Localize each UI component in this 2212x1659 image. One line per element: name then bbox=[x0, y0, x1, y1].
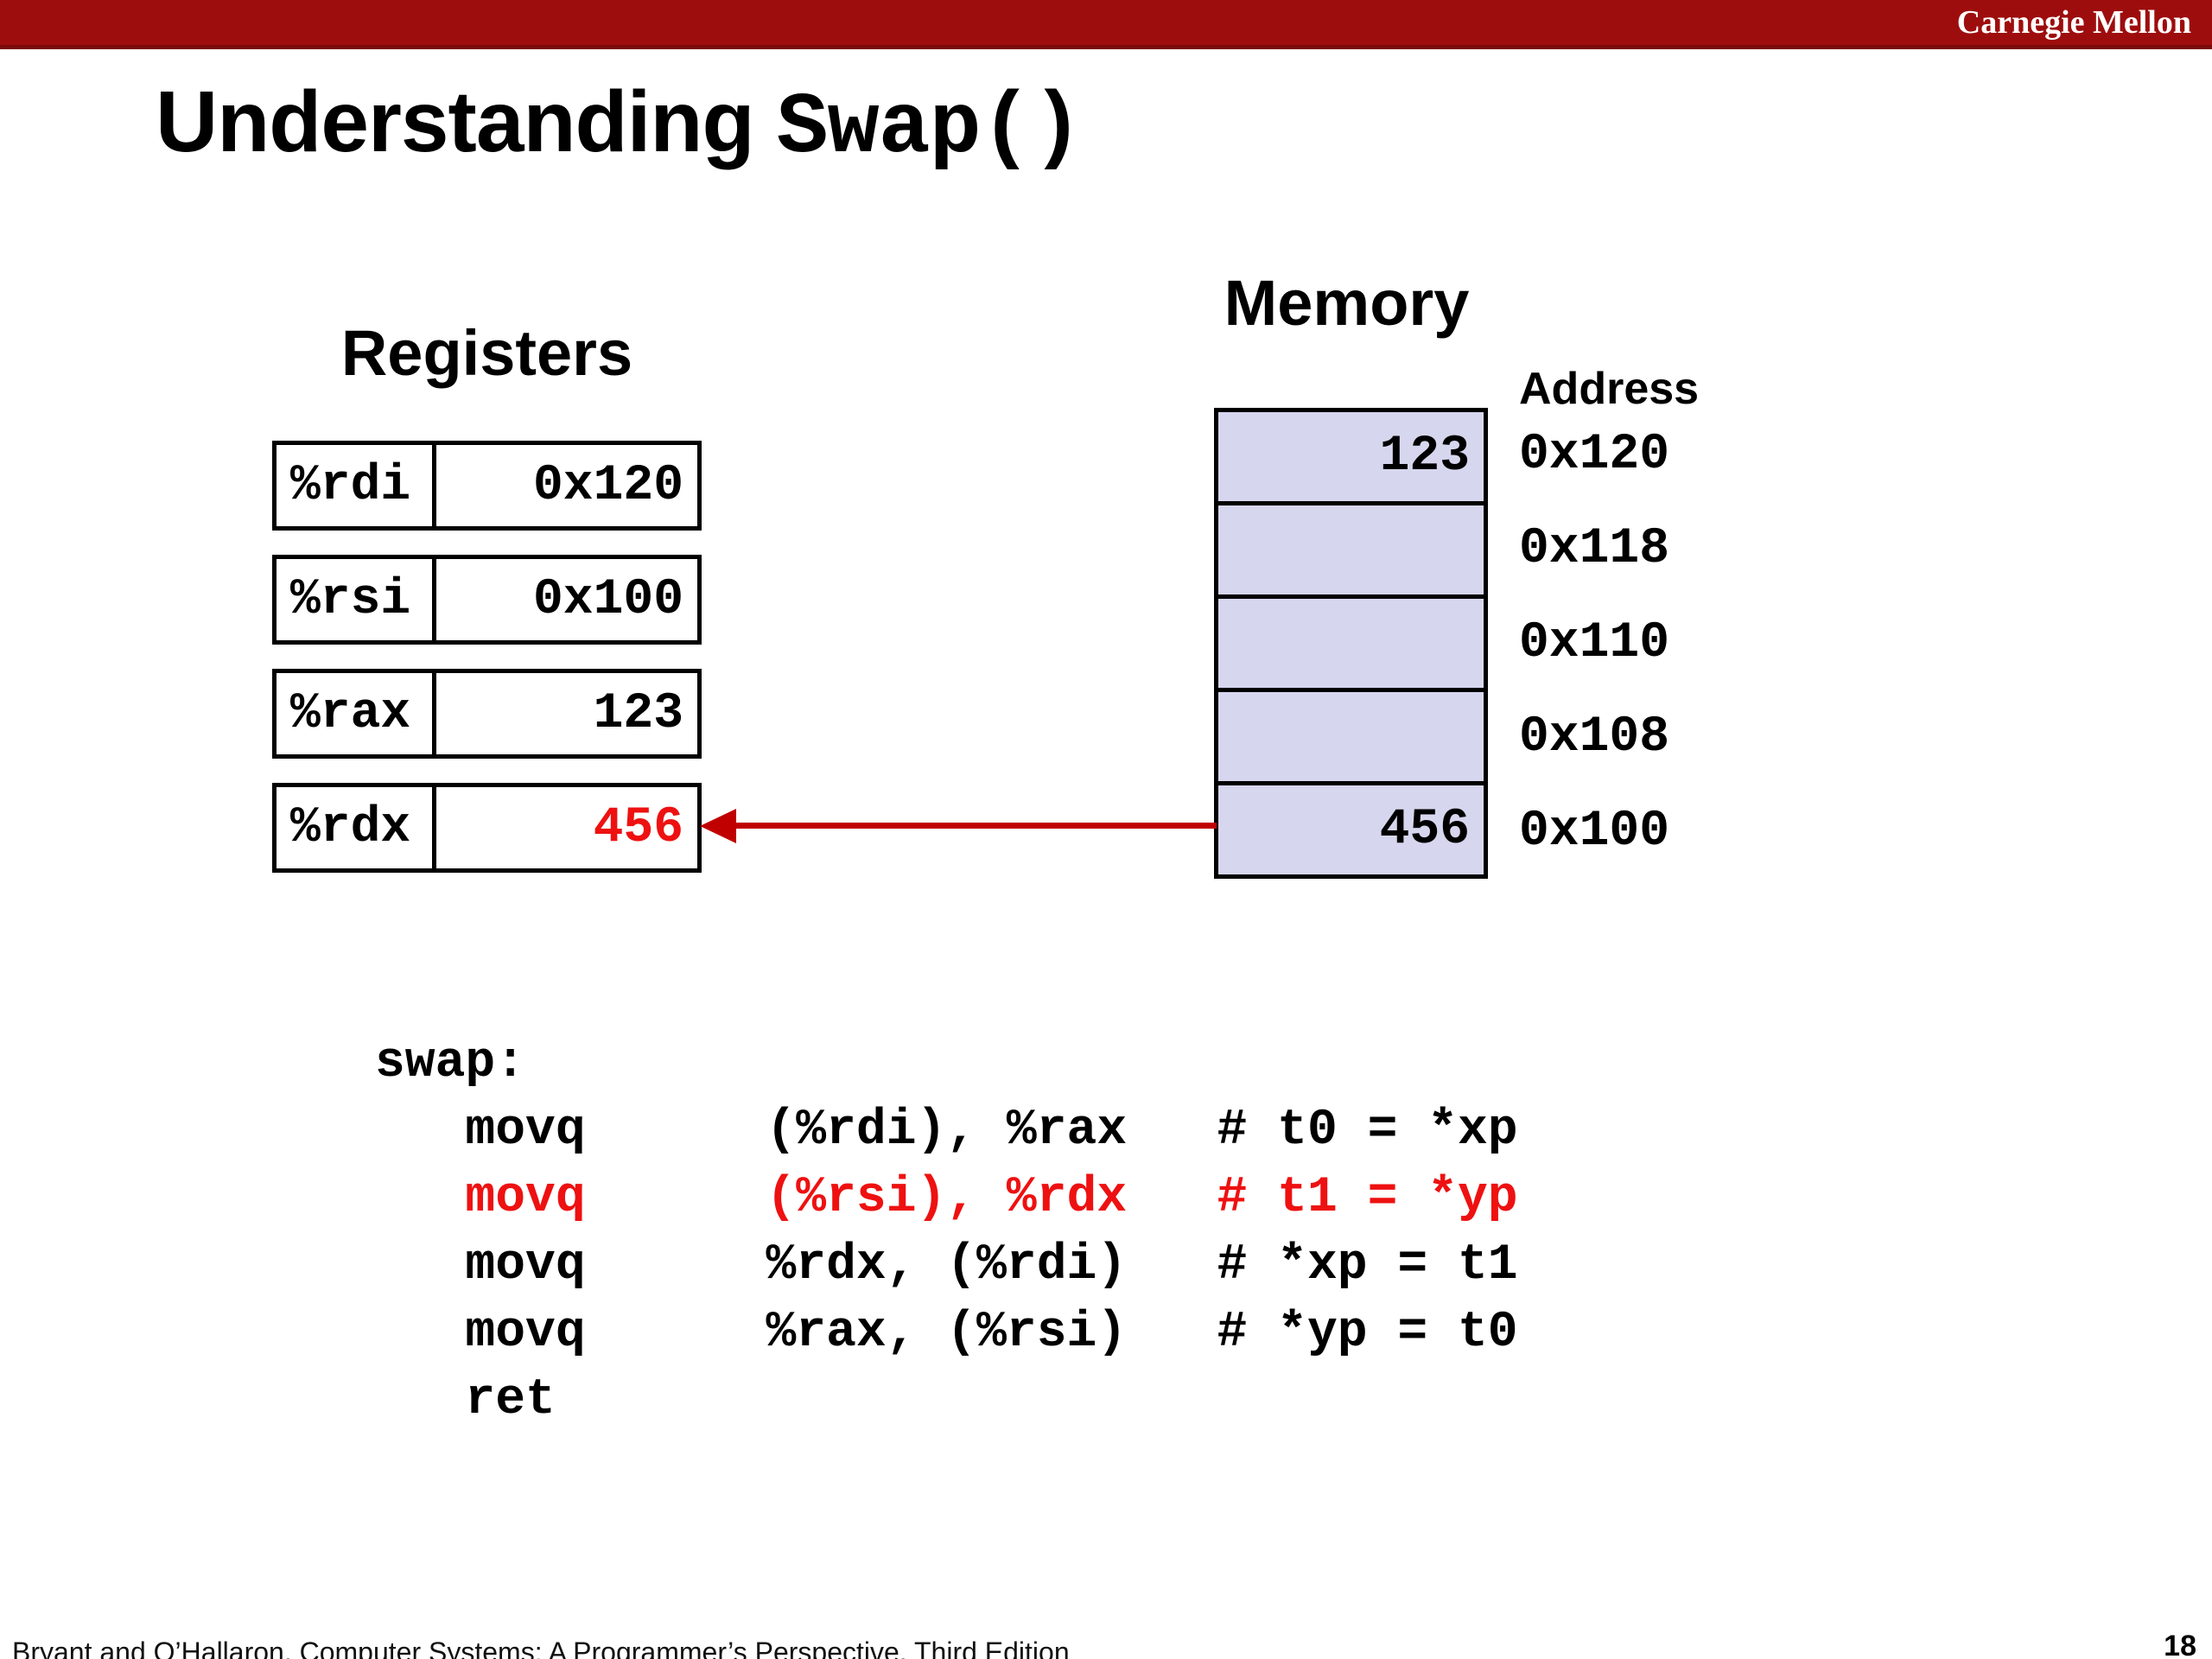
memory-cell bbox=[1218, 599, 1484, 692]
memory-table: 123 456 bbox=[1214, 408, 1488, 879]
register-row: %rax 123 bbox=[272, 669, 702, 759]
address-column: 0x120 0x118 0x110 0x108 0x100 bbox=[1519, 408, 1669, 879]
register-name: %rdi bbox=[276, 445, 436, 526]
code-line: movq (%rsi), %rdx # t1 = *yp bbox=[375, 1170, 1518, 1226]
code-line: movq %rdx, (%rdi) # *xp = t1 bbox=[375, 1237, 1518, 1294]
memory-address: 0x100 bbox=[1519, 804, 1670, 860]
assembly-code: swap: movq (%rdi), %rax # t0 = *xp movq … bbox=[375, 1030, 1518, 1434]
memory-cell bbox=[1218, 692, 1484, 785]
memory-address: 0x108 bbox=[1519, 709, 1670, 766]
register-value: 0x120 bbox=[532, 457, 683, 514]
memory-cell: 123 bbox=[1218, 412, 1484, 505]
code-line: swap: bbox=[375, 1035, 526, 1091]
memory-to-register-arrow-head bbox=[700, 809, 736, 843]
code-line: movq (%rdi), %rax # t0 = *xp bbox=[375, 1103, 1518, 1159]
register-value: 123 bbox=[593, 685, 683, 742]
memory-to-register-arrow-line bbox=[730, 823, 1217, 829]
register-row: %rdx 456 bbox=[272, 783, 702, 873]
code-line: movq %rax, (%rsi) # *yp = t0 bbox=[375, 1305, 1518, 1361]
memory-address: 0x120 bbox=[1519, 427, 1670, 483]
register-row: %rsi 0x100 bbox=[272, 555, 702, 645]
register-value: 456 bbox=[593, 799, 683, 856]
register-value: 0x100 bbox=[532, 571, 683, 628]
memory-address: 0x110 bbox=[1519, 615, 1670, 671]
page-number: 18 bbox=[2164, 1630, 2196, 1659]
brand-text: Carnegie Mellon bbox=[1956, 4, 2191, 41]
register-name: %rax bbox=[276, 673, 436, 754]
code-line: ret bbox=[375, 1372, 556, 1428]
memory-cell: 456 bbox=[1379, 802, 1470, 858]
register-table: %rdi 0x120 %rsi 0x100 %rax 123 %rdx 456 bbox=[272, 441, 702, 873]
slide-title-code: Swap() bbox=[776, 80, 1084, 178]
slide-title-text: Understanding bbox=[156, 73, 755, 170]
register-row: %rdi 0x120 bbox=[272, 441, 702, 531]
address-heading: Address bbox=[1519, 364, 1700, 414]
header-bar: Carnegie Mellon bbox=[0, 0, 2212, 49]
register-name: %rsi bbox=[276, 559, 436, 640]
memory-cell bbox=[1218, 505, 1484, 599]
memory-heading: Memory bbox=[1224, 267, 1470, 339]
register-name: %rdx bbox=[276, 787, 436, 868]
footer-citation: Bryant and O’Hallaron, Computer Systems:… bbox=[12, 1637, 1070, 1659]
registers-heading: Registers bbox=[340, 317, 633, 389]
memory-address: 0x118 bbox=[1519, 521, 1670, 577]
